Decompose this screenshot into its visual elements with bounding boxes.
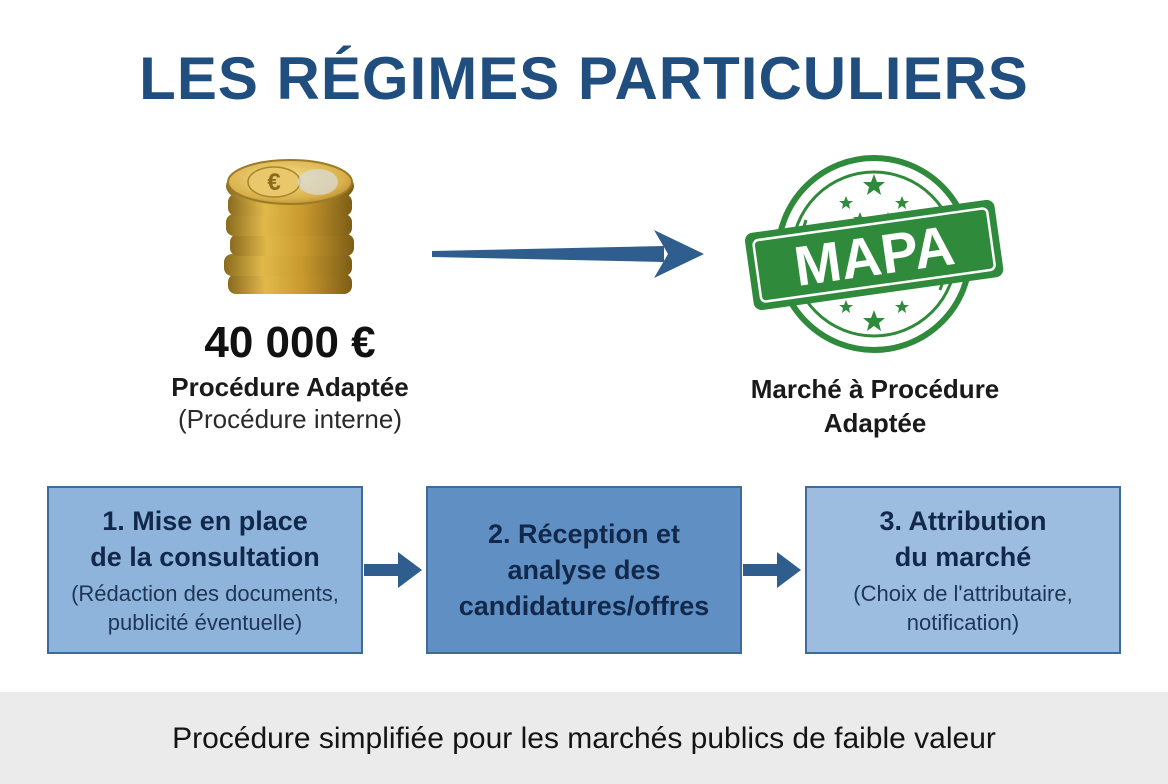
mapa-stamp-icon: MAPA: [744, 155, 1004, 353]
step-box: 2. Réception et analyse des candidatures…: [426, 486, 742, 654]
left-label: Procédure Adaptée: [171, 372, 409, 402]
page-title: LES RÉGIMES PARTICULIERS: [139, 45, 1029, 112]
right-label: Marché à Procédure Adaptée: [750, 374, 1000, 438]
step-box: 1. Mise en place de la consultation (Réd…: [47, 486, 363, 654]
footer-band: [0, 692, 1168, 784]
left-sublabel: (Procédure interne): [178, 404, 402, 434]
step-detail: (Choix de l'attributaire, notification): [853, 581, 1073, 635]
amount-value: 40 000 €: [204, 318, 376, 367]
step-arrow-icon: [743, 552, 801, 588]
step-title: 2. Réception et analyse des candidatures…: [458, 519, 710, 621]
step-title: 3. Attribution du marché: [879, 506, 1047, 572]
step-box: 3. Attribution du marché (Choix de l'att…: [805, 486, 1121, 654]
step-detail: (Rédaction des documents, publicité éven…: [71, 581, 339, 635]
euro-coins-stack-icon: €: [224, 159, 354, 294]
footer-text: Procédure simplifiée pour les marchés pu…: [172, 722, 996, 755]
step-arrow-icon: [364, 552, 422, 588]
svg-text:€: €: [267, 169, 280, 196]
main-arrow-icon: [432, 230, 704, 278]
step-title: 1. Mise en place de la consultation: [90, 506, 320, 572]
